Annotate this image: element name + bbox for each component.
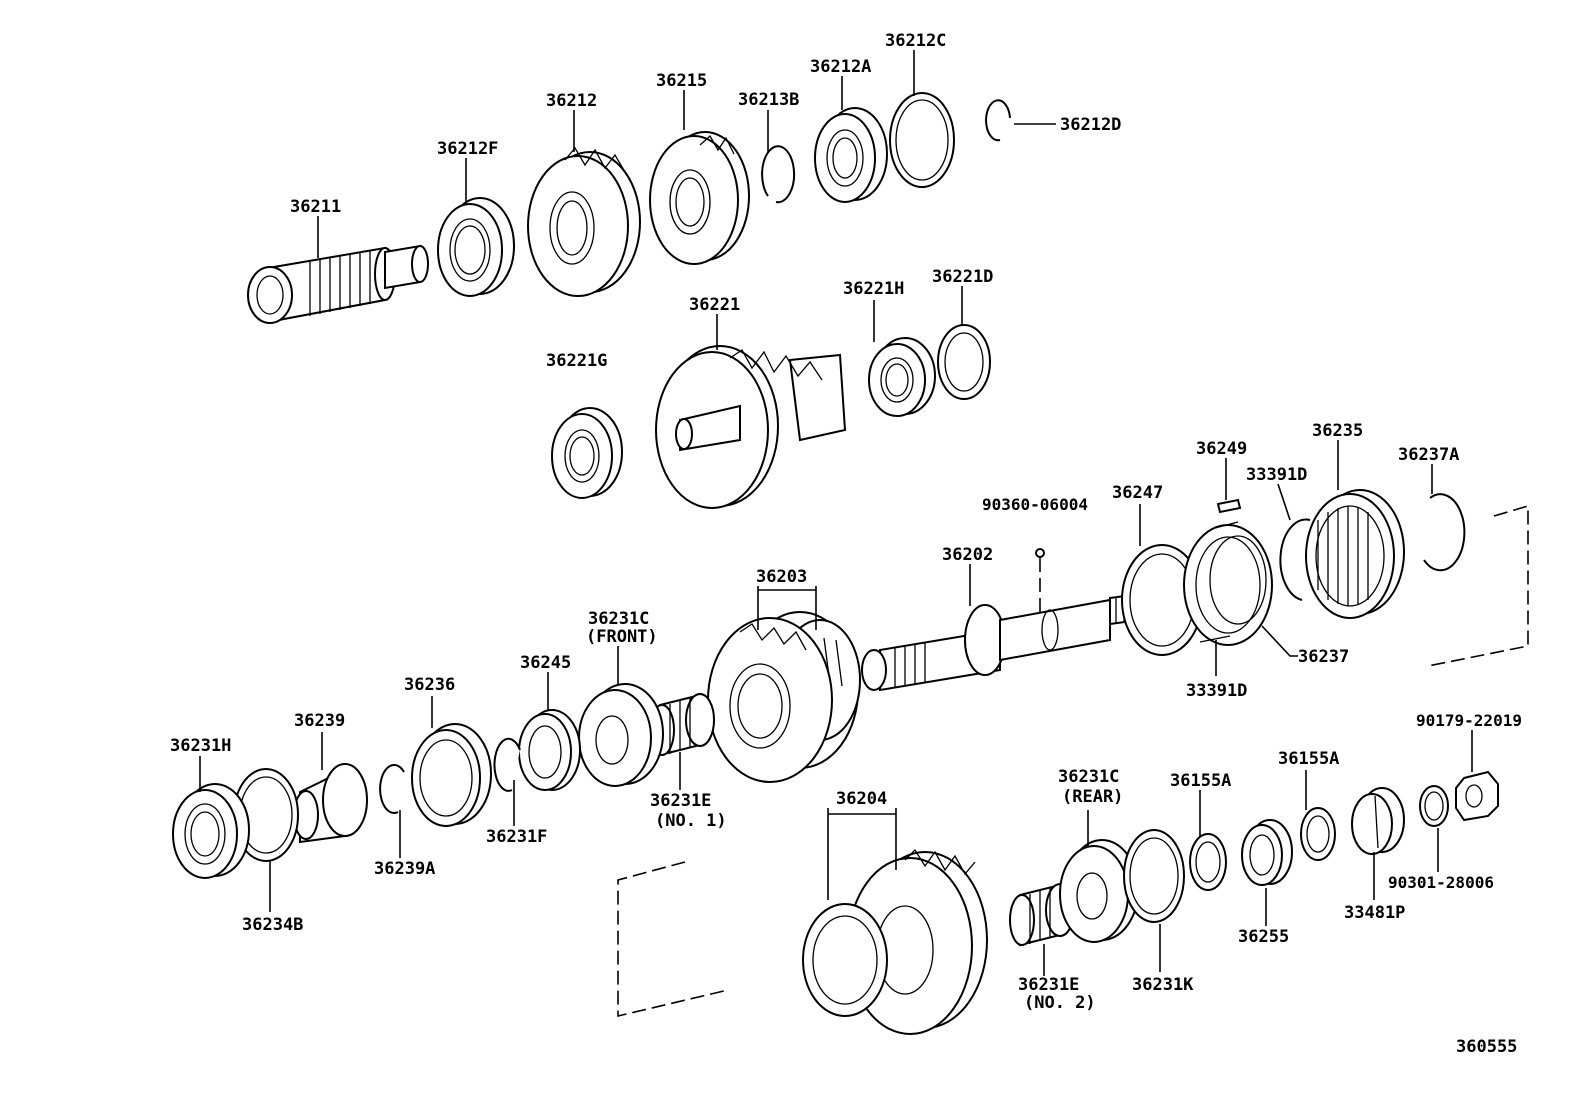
leader-lines: [199, 50, 1473, 976]
part-33391D-ring: [1279, 518, 1311, 601]
dashed-bracket-right: [1427, 504, 1529, 667]
dashed-bracket-left: [617, 861, 729, 1018]
label-36249: 36249: [1196, 439, 1247, 459]
part-36221D-ring: [937, 324, 991, 400]
part-36237-hub: [1183, 521, 1273, 646]
label-90360-06004: 90360-06004: [982, 495, 1088, 514]
part-36239-hub: [293, 763, 368, 844]
label-36247: 36247: [1112, 483, 1163, 503]
label-36239: 36239: [294, 711, 345, 731]
label-90301-28006: 90301-28006: [1388, 873, 1494, 892]
part-labels: 36211 36212F 36212 36215 36213B 36212A 3…: [170, 31, 1522, 1057]
label-36245: 36245: [520, 653, 571, 673]
label-36155A-1: 36155A: [1170, 771, 1231, 791]
part-36239A-snap-ring: [379, 763, 405, 814]
label-front-note: (FRONT): [586, 627, 658, 647]
label-36234B: 36234B: [242, 915, 303, 935]
label-36231E-no2: 36231E: [1018, 975, 1079, 995]
label-36211: 36211: [290, 197, 341, 217]
part-36211-input-shaft: [247, 244, 429, 324]
part-36212-gear: [527, 146, 641, 297]
label-36212A: 36212A: [810, 57, 871, 77]
label-36236: 36236: [404, 675, 455, 695]
label-36212C: 36212C: [885, 31, 946, 51]
label-36239A: 36239A: [374, 859, 435, 879]
label-33481P: 33481P: [1344, 903, 1405, 923]
part-36212C-ring: [889, 92, 955, 188]
label-36212: 36212: [546, 91, 597, 111]
part-90301-28006-o-ring: [1419, 785, 1449, 827]
part-36155A-washer: [1189, 833, 1227, 891]
label-36215: 36215: [656, 71, 707, 91]
diagram-id: 360555: [1456, 1037, 1517, 1057]
part-36221-counter-gear: [655, 345, 847, 509]
label-36202: 36202: [942, 545, 993, 565]
label-36212F: 36212F: [437, 139, 498, 159]
part-36203-gear: [707, 611, 861, 783]
part-36212F-bearing: [437, 197, 515, 297]
label-36235: 36235: [1312, 421, 1363, 441]
part-36234B-ring: [233, 768, 299, 862]
part-36245-bearing: [518, 709, 581, 791]
part-36231E-no2-needle-bearing: [1009, 883, 1075, 947]
part-90360-06004-ball: [1035, 548, 1045, 612]
label-36231K: 36231K: [1132, 975, 1194, 995]
part-36213B-snap-ring: [761, 145, 796, 204]
part-36255-spacer: [1241, 819, 1293, 886]
label-36231H: 36231H: [170, 736, 231, 756]
label-36255: 36255: [1238, 927, 1289, 947]
label-36212D: 36212D: [1060, 115, 1121, 135]
part-33481P-collar: [1351, 787, 1405, 855]
part-36155A-washer-2: [1300, 807, 1336, 861]
label-36221: 36221: [689, 295, 740, 315]
label-36231F: 36231F: [486, 827, 547, 847]
part-36235-sleeve: [1305, 489, 1405, 619]
part-36231K-ring: [1123, 829, 1185, 923]
label-36204: 36204: [836, 789, 887, 809]
part-36236-ring: [411, 723, 492, 827]
label-36203: 36203: [756, 567, 807, 587]
label-36231E-no1: 36231E: [650, 791, 711, 811]
part-36221H-bearing: [868, 337, 936, 417]
label-33391D-top: 33391D: [1246, 465, 1307, 485]
part-36212A-bearing: [814, 107, 888, 203]
label-no1-note: (NO. 1): [655, 811, 727, 831]
part-36231H-bearing: [172, 783, 250, 879]
part-36237A-snap-ring: [1423, 493, 1466, 572]
part-36221G-bearing: [551, 407, 623, 499]
label-90179-22019: 90179-22019: [1416, 711, 1522, 730]
part-36204-gear: [802, 848, 988, 1035]
label-36213B: 36213B: [738, 90, 799, 110]
part-90179-22019-nut: [1455, 770, 1499, 822]
label-rear-note: (REAR): [1062, 787, 1123, 807]
label-36221D: 36221D: [932, 267, 993, 287]
label-36237A: 36237A: [1398, 445, 1459, 465]
part-36231F-snap-ring: [493, 737, 521, 792]
label-36155A-2: 36155A: [1278, 749, 1339, 769]
part-36212D-snap-ring: [985, 99, 1011, 142]
label-36221G: 36221G: [546, 351, 607, 371]
part-36249-key: [1216, 498, 1242, 514]
part-36202-output-shaft: [861, 592, 1141, 692]
label-36231C-front: 36231C: [588, 609, 649, 629]
part-36231C-front-washer: [578, 683, 664, 787]
label-36231C-rear: 36231C: [1058, 767, 1119, 787]
part-36215-gear: [649, 131, 750, 265]
label-33391D-bottom: 33391D: [1186, 681, 1247, 701]
label-36237: 36237: [1298, 647, 1349, 667]
label-no2-note: (NO. 2): [1024, 993, 1096, 1013]
label-36221H: 36221H: [843, 279, 904, 299]
